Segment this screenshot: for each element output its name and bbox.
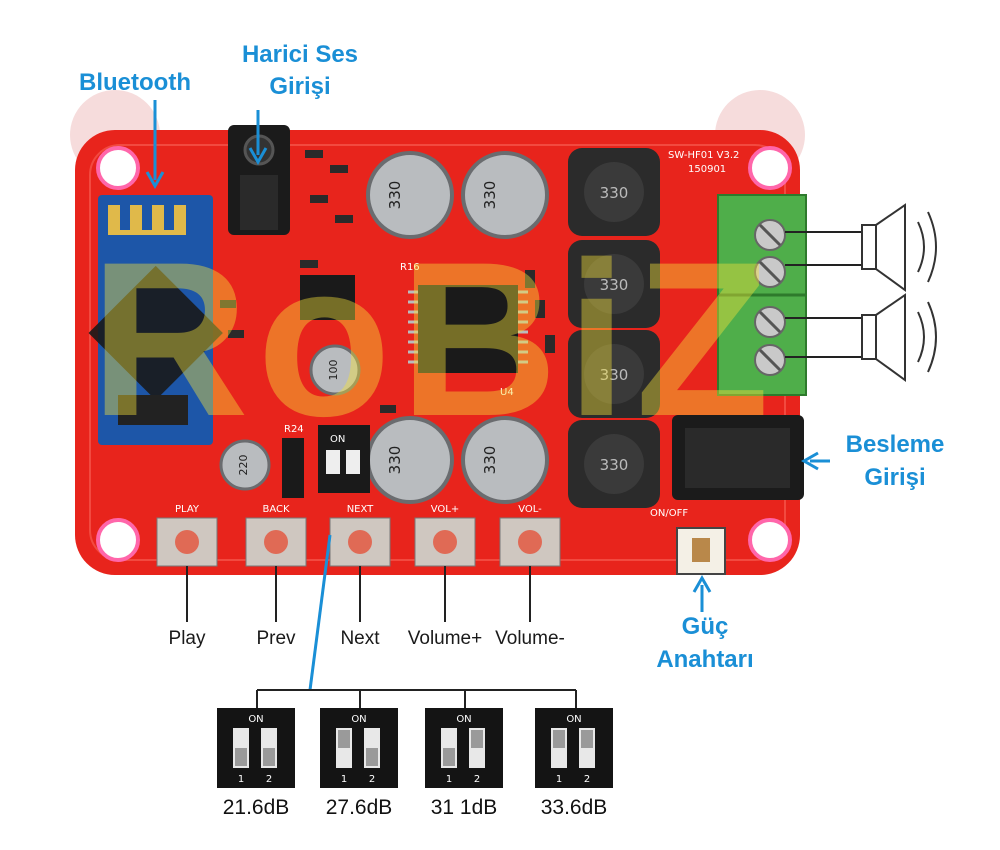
gain-dip-panel: ON 1 2 [535, 708, 613, 788]
silk-r16: R16 [400, 262, 420, 273]
onoff-silk: ON/OFF [650, 508, 688, 519]
bluetooth-callout: Bluetooth [79, 69, 191, 96]
aux-jack [228, 125, 290, 235]
button-silk-label: NEXT [347, 504, 374, 515]
dip-pin-number: 1 [446, 774, 452, 785]
gain-value-label: 27.6dB [325, 796, 393, 819]
speaker-icon [861, 293, 937, 382]
capacitor-tiny: 220 [219, 439, 271, 491]
cap-value: 220 [237, 455, 250, 476]
watermark: RoBiZ [90, 216, 778, 462]
dip-pin-number: 1 [556, 774, 562, 785]
callout-arrows [145, 100, 830, 691]
mount-hole [748, 518, 792, 562]
gain-bracket [256, 689, 577, 708]
dip-pin-number: 2 [369, 774, 375, 785]
button-label: Volume- [495, 628, 565, 649]
board-model: SW-HF01 V3.2 [668, 150, 739, 161]
power-switch-callout-line2: Anahtarı [656, 646, 754, 673]
dip-on-label: ON [248, 714, 263, 725]
dip-lever [581, 730, 593, 748]
cap-value: 330 [481, 446, 499, 475]
speaker-icon [861, 203, 937, 292]
dip-lever [235, 748, 247, 766]
power-jack [672, 415, 804, 500]
mount-hole [96, 146, 140, 190]
inductor-value: 330 [600, 456, 629, 474]
cap-value: 100 [327, 360, 340, 381]
dip-on-label: ON [330, 434, 345, 445]
silk-r24: R24 [284, 424, 304, 435]
button-silk-label: VOL+ [431, 504, 460, 515]
button-label: Volume+ [407, 628, 483, 649]
speaker-terminal [717, 194, 807, 396]
dip-on-label: ON [566, 714, 581, 725]
mount-hole [748, 146, 792, 190]
gain-dip-panel: ON 1 2 [425, 708, 503, 788]
inductor: 330 [568, 420, 660, 508]
ic-chip-small [300, 275, 355, 320]
tactile-button-next: NEXT [329, 504, 391, 622]
cap-value: 330 [481, 181, 499, 210]
gain-dip-panel: ON 1 2 [320, 708, 398, 788]
dip-lever [263, 748, 275, 766]
button-label: Next [340, 628, 380, 649]
speaker-wiring [785, 231, 875, 358]
cap-value: 330 [386, 446, 404, 475]
amplifier-ic: U4 [408, 285, 528, 398]
chip-label: U4 [500, 387, 514, 398]
dip-pin-number: 2 [474, 774, 480, 785]
inductor-value: 330 [600, 184, 629, 202]
dip-pin-number: 1 [238, 774, 244, 785]
bluetooth-module [88, 195, 223, 445]
dip-lever [471, 730, 483, 748]
gain-dip-panel: ON 1 2 [217, 708, 295, 788]
tactile-button-prev: BACK [245, 504, 307, 622]
inductor: 330 [568, 148, 660, 236]
dip-lever [553, 730, 565, 748]
inductor: 330 [568, 330, 660, 418]
power-switch: ON/OFF [650, 508, 726, 575]
mount-hole [96, 518, 140, 562]
power-resistor [282, 438, 304, 498]
gain-value-label: 21.6dB [222, 796, 290, 819]
capacitor-large: 330 [461, 151, 549, 239]
tactile-button-play: PLAY [156, 504, 218, 622]
dip-lever [443, 748, 455, 766]
button-label: Play [168, 628, 206, 649]
capacitor-small: 100 [309, 344, 361, 396]
aux-callout-line2: Girişi [269, 73, 331, 100]
capacitor-large: 330 [461, 416, 549, 504]
inductor-value: 330 [600, 276, 629, 294]
dip-switch: ON [318, 425, 370, 493]
dip-pin-number: 2 [266, 774, 272, 785]
tactile-button-volume-: VOL- [499, 504, 561, 622]
power-switch-callout-line1: Güç [681, 613, 729, 640]
dip-on-label: ON [456, 714, 471, 725]
aux-callout-line1: Harici Ses [241, 41, 359, 68]
dip-pin-number: 2 [584, 774, 590, 785]
gain-value-label: 31 1dB [430, 796, 498, 819]
power-input-callout-line1: Besleme [845, 431, 945, 458]
dip-pin-number: 1 [341, 774, 347, 785]
inductor-value: 330 [600, 366, 629, 384]
dip-lever [366, 748, 378, 766]
dip-on-label: ON [351, 714, 366, 725]
gain-value-label: 33.6dB [540, 796, 608, 819]
tactile-button-volume-: VOL+ [414, 504, 476, 622]
power-input-callout-line2: Girişi [864, 464, 926, 491]
inductor: 330 [568, 240, 660, 328]
capacitor-large: 330 [366, 151, 454, 239]
cap-value: 330 [386, 181, 404, 210]
button-silk-label: BACK [262, 504, 290, 515]
button-label: Prev [256, 628, 296, 649]
dip-lever [338, 730, 350, 748]
button-silk-label: PLAY [175, 504, 200, 515]
button-silk-label: VOL- [518, 504, 542, 515]
board-date: 150901 [688, 164, 726, 175]
